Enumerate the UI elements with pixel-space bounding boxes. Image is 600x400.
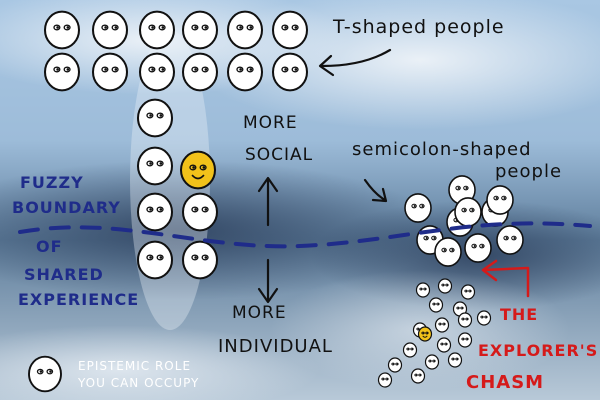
- boundary-label: BOUNDARY: [12, 198, 121, 217]
- face-icon: [181, 192, 219, 232]
- more-individual-label-2: INDIVIDUAL: [218, 336, 333, 357]
- face-icon: [437, 278, 453, 294]
- experience-label: EXPERIENCE: [18, 290, 139, 309]
- face-icon: [136, 240, 174, 280]
- shared-label: SHARED: [24, 265, 104, 284]
- face-icon: [404, 193, 432, 223]
- face-icon: [271, 52, 309, 92]
- arrow-head: [257, 287, 279, 304]
- the-label: THE: [500, 305, 538, 324]
- semicolon-label-1: semicolon-shaped: [352, 139, 532, 160]
- highlight-face-icon: [417, 326, 433, 342]
- fuzzy-boundary-line: [18, 221, 592, 249]
- face-icon: [43, 52, 81, 92]
- face-icon: [226, 52, 264, 92]
- cloud: [0, 325, 320, 400]
- face-icon: [181, 10, 219, 50]
- face-icon: [496, 225, 524, 255]
- t-shaped-label: T-shaped people: [332, 16, 505, 38]
- face-icon: [91, 10, 129, 50]
- face-icon: [476, 310, 492, 326]
- chasm-label: CHASM: [466, 372, 544, 393]
- arrow-head: [318, 54, 335, 77]
- face-icon: [434, 237, 462, 267]
- face-icon: [43, 10, 81, 50]
- legend-label-1: EPISTEMIC ROLE: [78, 359, 191, 373]
- semicolon-label-2: people: [495, 161, 562, 182]
- more-social-label-1: MORE: [243, 113, 298, 133]
- face-icon: [136, 192, 174, 232]
- face-icon: [410, 368, 426, 384]
- more-social-label-2: SOCIAL: [245, 145, 313, 165]
- legend-label-2: YOU CAN OCCUPY: [77, 376, 199, 390]
- face-icon: [138, 10, 176, 50]
- face-icon: [428, 297, 444, 313]
- face-icon: [457, 332, 473, 348]
- fuzzy-label: FUZZY: [20, 173, 84, 192]
- explorers-label: EXPLORER'S: [478, 341, 598, 360]
- face-icon: [271, 10, 309, 50]
- face-icon: [460, 284, 476, 300]
- face-icon: [434, 317, 450, 333]
- face-icon: [447, 352, 463, 368]
- arrow-head: [257, 176, 279, 193]
- face-icon: [436, 337, 452, 353]
- arrow-head: [481, 259, 498, 282]
- arrow-head: [371, 187, 388, 203]
- face-icon: [181, 240, 219, 280]
- face-icon: [138, 52, 176, 92]
- face-icon: [181, 52, 219, 92]
- face-icon: [136, 146, 174, 186]
- face-icon: [454, 197, 482, 227]
- face-icon: [486, 185, 514, 215]
- of-label: OF: [36, 237, 63, 256]
- chasm-arrow: [482, 266, 530, 298]
- face-icon: [377, 372, 393, 388]
- legend-face-icon: [28, 355, 62, 393]
- highlight-face-icon: [179, 150, 217, 190]
- face-icon: [424, 354, 440, 370]
- face-icon: [415, 282, 431, 298]
- face-icon: [226, 10, 264, 50]
- face-icon: [402, 342, 418, 358]
- arrow-to-t-shaped: [320, 48, 392, 68]
- face-icon: [387, 357, 403, 373]
- more-individual-label-1: MORE: [232, 303, 287, 323]
- face-icon: [91, 52, 129, 92]
- arrow-to-semicolon: [363, 178, 387, 202]
- face-icon: [136, 98, 174, 138]
- face-icon: [457, 312, 473, 328]
- face-icon: [464, 233, 492, 263]
